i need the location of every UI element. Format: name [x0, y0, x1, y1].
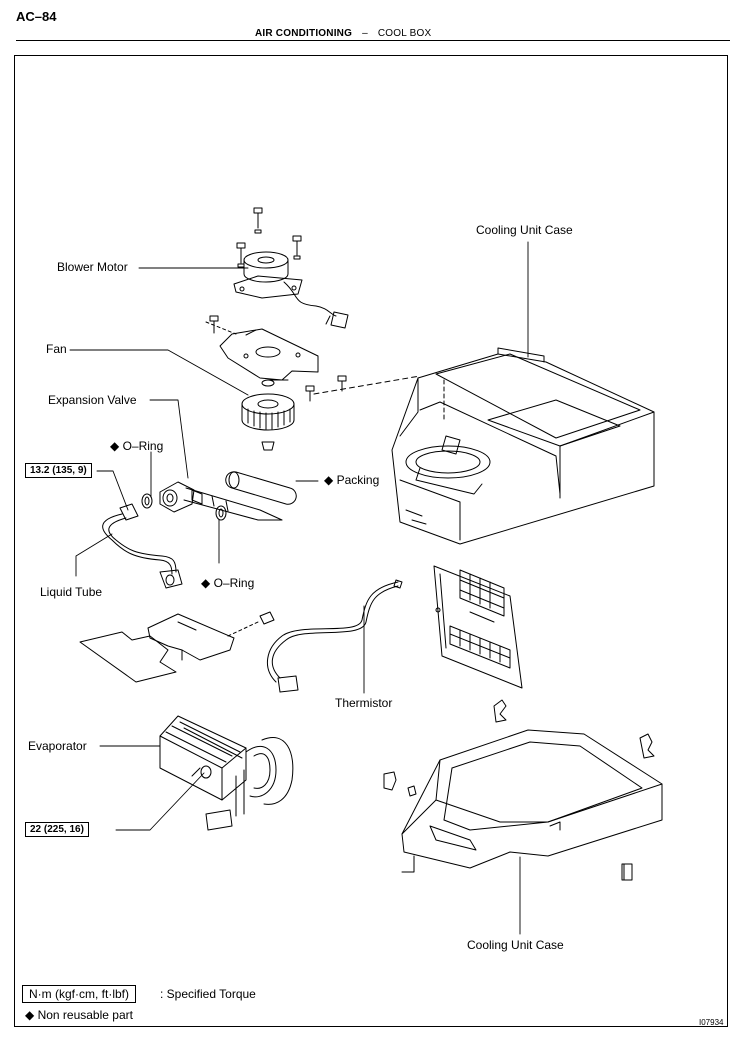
label-o-ring-bottom: ◆ O–Ring: [201, 576, 255, 590]
label-expansion-valve: Expansion Valve: [48, 393, 137, 407]
insulation-pads-drawing: [80, 612, 274, 682]
label-thermistor: Thermistor: [335, 696, 393, 710]
blower-screws: [237, 208, 301, 267]
upper-case-drawing: [392, 348, 654, 544]
thermistor-drawing: [267, 580, 402, 692]
figure-id: I07934: [699, 1018, 724, 1027]
cover-panel-drawing: [434, 566, 522, 688]
header-separator: –: [362, 28, 368, 39]
label-liquid-tube: Liquid Tube: [40, 585, 103, 599]
torque-liquid-tube-nut: 13.2 (135, 9): [25, 463, 92, 478]
label-blower-motor: Blower Motor: [57, 260, 128, 274]
label-evaporator: Evaporator: [28, 739, 87, 753]
label-fan: Fan: [46, 342, 67, 356]
label-cooling-unit-case-bottom: Cooling Unit Case: [467, 938, 564, 952]
legend-torque-units: N·m (kgf·cm, ft·lbf): [22, 985, 136, 1003]
subsection-title: COOL BOX: [377, 28, 432, 39]
lower-case-drawing: [402, 730, 662, 872]
leader-lines: [70, 242, 528, 934]
liquid-tube-drawing: [103, 504, 182, 588]
fan-drawing: [242, 394, 294, 450]
expansion-valve-drawing: [142, 482, 282, 520]
header-rule: [16, 40, 730, 41]
legend-torque-description: : Specified Torque: [160, 987, 256, 1001]
evaporator-drawing: [160, 716, 293, 830]
diagram-frame: [14, 55, 728, 1027]
label-packing: ◆ Packing: [324, 473, 380, 487]
page-header: AIR CONDITIONING–COOL BOX: [255, 28, 431, 39]
packing-drawing: [226, 472, 296, 504]
bracket-plate-drawing: [206, 316, 420, 401]
torque-evaporator-nut: 22 (225, 16): [25, 822, 89, 837]
page-number: AC–84: [16, 9, 57, 24]
legend-non-reusable: ◆ Non reusable part: [25, 1008, 133, 1022]
clips-drawing: [384, 700, 654, 880]
label-cooling-unit-case-top: Cooling Unit Case: [476, 223, 573, 237]
label-o-ring-top: ◆ O–Ring: [110, 439, 164, 453]
blower-motor-drawing: [234, 208, 348, 328]
section-title: AIR CONDITIONING: [255, 28, 353, 39]
